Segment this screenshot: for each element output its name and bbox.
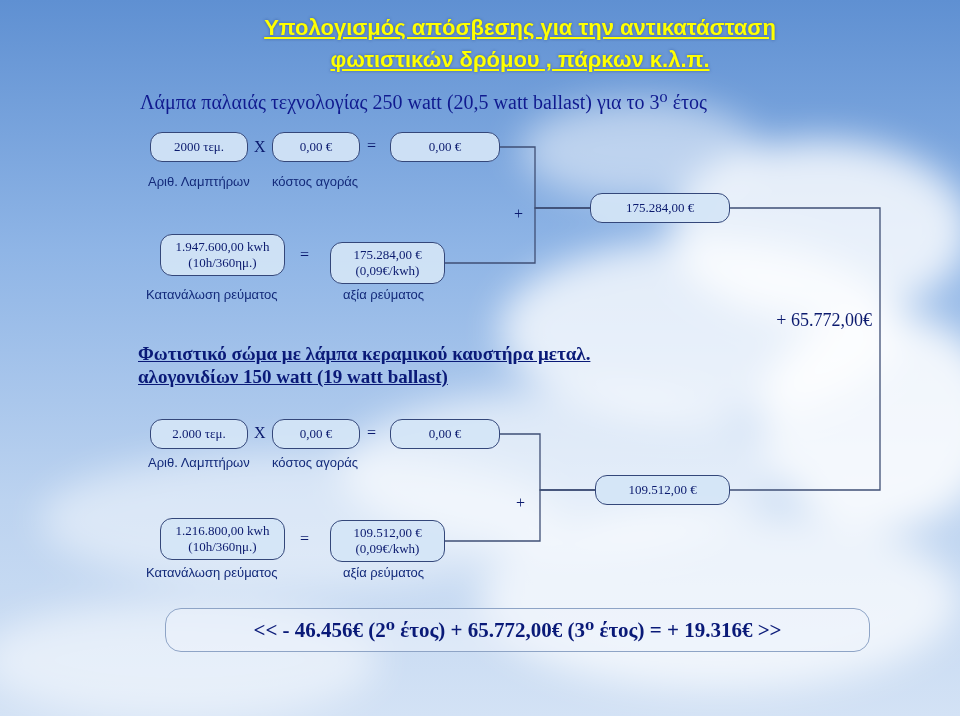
connector-line <box>445 490 595 541</box>
edge-label: + 65.772,00€ <box>776 310 872 331</box>
caption: Αριθ. Λαμπτήρων <box>148 455 250 470</box>
sub-heading: Λάμπα παλαιάς τεχνολογίας 250 watt (20,5… <box>140 90 707 114</box>
caption: Αριθ. Λαμπτήρων <box>148 174 250 189</box>
value-box: 0,00 € <box>272 419 360 449</box>
value-box: 2000 τεμ. <box>150 132 248 162</box>
box-text: 2.000 τεμ. <box>172 426 225 442</box>
section-heading: Φωτιστικό σώμα με λάμπα κεραμικού καυστή… <box>138 342 643 388</box>
value-box: 0,00 € <box>390 132 500 162</box>
slide-title: Υπολογισμός απόσβεσης για την αντικατάστ… <box>220 12 820 76</box>
caption: Κατανάλωση ρεύματος <box>146 565 278 580</box>
box-text: 1.947.600,00 kwh (10h/360ημ.) <box>169 239 276 271</box>
box-text: 0,00 € <box>429 139 462 155</box>
operator: + <box>516 494 525 512</box>
connector-line <box>500 434 595 490</box>
connector-line <box>730 208 880 490</box>
operator: + <box>514 205 523 223</box>
caption: κόστος αγοράς <box>272 455 358 470</box>
box-text: 0,00 € <box>429 426 462 442</box>
operator: = <box>300 530 309 548</box>
box-text: 0,00 € <box>300 426 333 442</box>
box-text: << - 46.456€ (2⁰ έτος) + 65.772,00€ (3⁰ … <box>253 617 781 643</box>
box-text: 109.512,00 € (0,09€/kwh) <box>339 525 436 557</box>
operator: X <box>254 138 266 156</box>
value-box: 109.512,00 € <box>595 475 730 505</box>
box-text: 175.284,00 € (0,09€/kwh) <box>339 247 436 279</box>
connector-line <box>500 147 590 208</box>
operator: = <box>367 137 376 155</box>
caption: αξία ρεύματος <box>343 565 424 580</box>
caption: Κατανάλωση ρεύματος <box>146 287 278 302</box>
box-text: 1.216.800,00 kwh (10h/360ημ.) <box>169 523 276 555</box>
value-box: 175.284,00 € <box>590 193 730 223</box>
operator: = <box>300 246 309 264</box>
value-box: 2.000 τεμ. <box>150 419 248 449</box>
value-box: 175.284,00 € (0,09€/kwh) <box>330 242 445 284</box>
value-box: 109.512,00 € (0,09€/kwh) <box>330 520 445 562</box>
caption: αξία ρεύματος <box>343 287 424 302</box>
value-box: 0,00 € <box>390 419 500 449</box>
value-box: 1.947.600,00 kwh (10h/360ημ.) <box>160 234 285 276</box>
box-text: 109.512,00 € <box>628 482 696 498</box>
value-box: 1.216.800,00 kwh (10h/360ημ.) <box>160 518 285 560</box>
caption: κόστος αγοράς <box>272 174 358 189</box>
result-box: << - 46.456€ (2⁰ έτος) + 65.772,00€ (3⁰ … <box>165 608 870 652</box>
box-text: 2000 τεμ. <box>174 139 224 155</box>
operator: X <box>254 424 266 442</box>
value-box: 0,00 € <box>272 132 360 162</box>
operator: = <box>367 424 376 442</box>
box-text: 0,00 € <box>300 139 333 155</box>
box-text: 175.284,00 € <box>626 200 694 216</box>
